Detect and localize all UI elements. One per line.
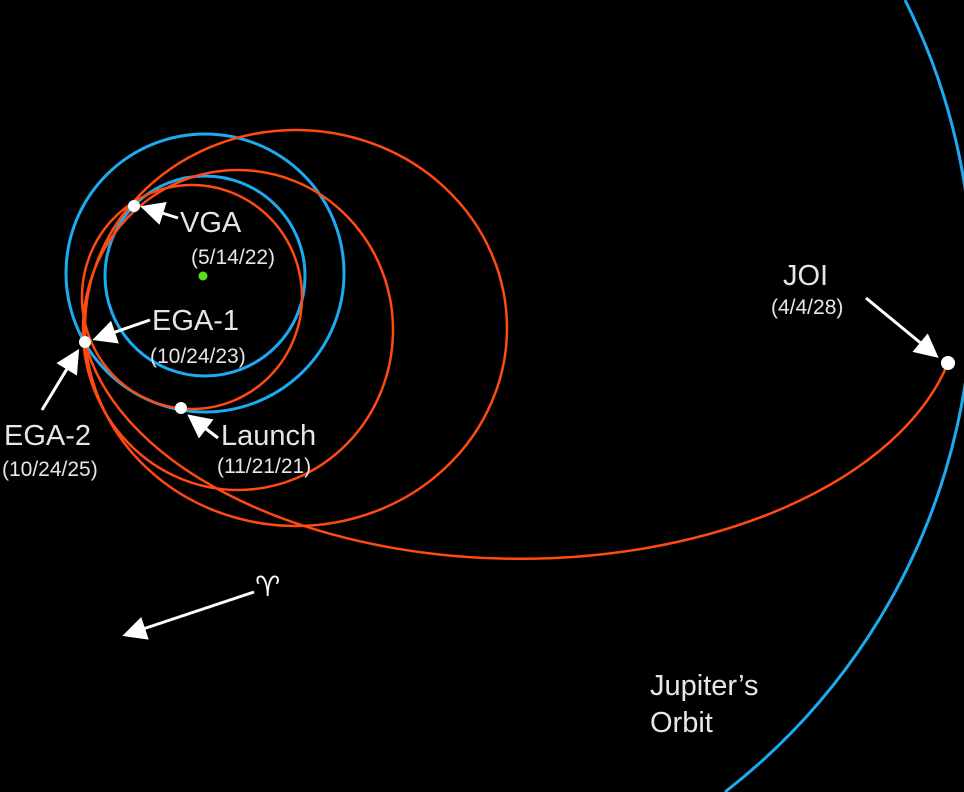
trajectory-loop-3: [83, 128, 509, 528]
vga-label: VGA: [180, 207, 242, 239]
launch-date: (11/21/21): [217, 455, 312, 478]
joi-arrow: [865, 296, 939, 358]
joi-date: (4/4/28): [771, 296, 844, 319]
ega2-date: (10/24/25): [2, 458, 98, 481]
vga-arrow: [140, 201, 179, 225]
ega-marker: [79, 336, 91, 348]
jupiter-orbit-label-line2: Orbit: [650, 707, 713, 739]
vga-marker: [128, 200, 140, 212]
ega1-label: EGA-1: [152, 305, 240, 337]
sun-icon: [198, 271, 208, 281]
venus-orbit: [103, 174, 307, 378]
vernal-equinox-arrow: [122, 590, 255, 640]
ega1-date: (10/24/23): [150, 345, 246, 368]
joi-label: JOI: [783, 260, 829, 292]
earth-orbit: [64, 132, 346, 414]
trajectory-loop-1: [80, 183, 304, 411]
launch-arrow: [187, 414, 219, 440]
joi-marker: [941, 356, 955, 370]
vernal-equinox-icon: ♈: [255, 570, 281, 603]
vga-date: (5/14/22): [191, 246, 276, 269]
launch-marker: [175, 402, 187, 414]
ega2-arrow: [40, 348, 80, 411]
trajectory-to-jupiter: [83, 341, 950, 561]
jupiter-orbit-label-line1: Jupiter’s: [650, 670, 759, 702]
trajectory-loop-2: [81, 168, 395, 492]
launch-label: Launch: [221, 420, 317, 452]
ega1-arrow: [92, 318, 151, 344]
jupiter-orbit: [724, 0, 964, 792]
ega2-label: EGA-2: [4, 420, 92, 452]
